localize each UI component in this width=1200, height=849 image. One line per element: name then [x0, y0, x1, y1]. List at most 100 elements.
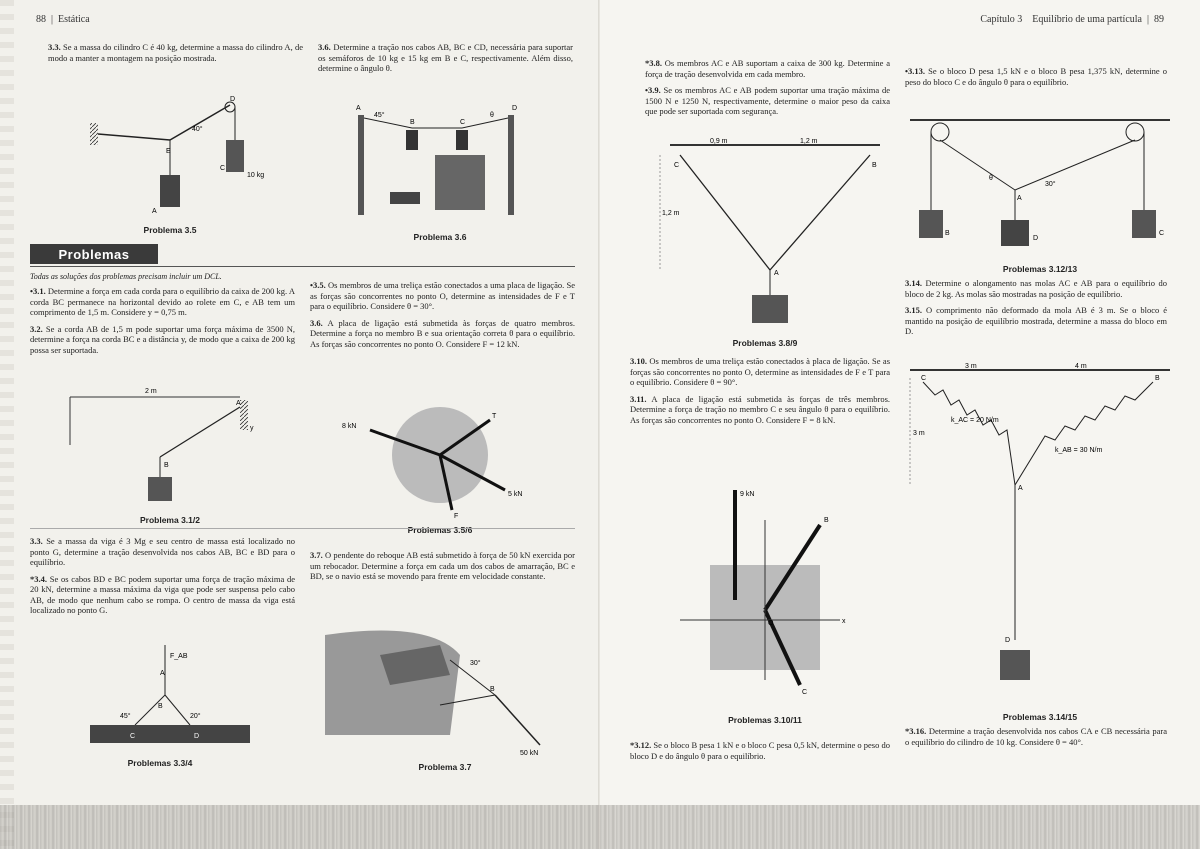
svg-text:x: x [842, 618, 846, 625]
problem-3-7: 3.7. O pendente do reboque AB está subme… [310, 550, 576, 581]
svg-text:30°: 30° [1045, 180, 1056, 188]
svg-text:A: A [1017, 195, 1022, 202]
svg-text:B: B [1155, 375, 1160, 382]
problems-banner: Problemas [30, 244, 158, 264]
svg-text:40°: 40° [192, 125, 203, 133]
svg-text:B: B [164, 462, 169, 469]
svg-text:E: E [166, 148, 171, 155]
caption-3-12-13: Problemas 3.12/13 [1002, 264, 1078, 274]
right-header: Capítulo 3 Equilíbrio de uma partícula |… [980, 14, 1164, 25]
svg-text:B: B [824, 517, 829, 524]
svg-text:9 kN: 9 kN [740, 491, 754, 498]
caption-3-1-2: Problema 3.1/2 [139, 515, 200, 525]
figure-3-5: 40° 10 kg E A C D [90, 96, 264, 215]
svg-text:y: y [250, 425, 254, 432]
svg-text:A: A [152, 208, 157, 215]
caption-3-14-15: Problemas 3.14/15 [1002, 712, 1078, 722]
svg-text:50 kN: 50 kN [520, 750, 538, 757]
svg-text:A: A [1018, 485, 1023, 492]
right-page-number: 89 [1154, 14, 1164, 25]
svg-text:k_AC = 20 N/m: k_AC = 20 N/m [951, 417, 999, 424]
svg-text:30°: 30° [470, 659, 481, 667]
svg-text:5 kN: 5 kN [508, 491, 522, 498]
figure-3-14-15: 3 m 4 m 3 m k_AC = 20 N/m k_AB = 30 N/m … [909, 363, 1170, 680]
caption-3-7: Problema 3.7 [418, 762, 472, 772]
svg-text:C: C [220, 165, 225, 172]
svg-text:O: O [768, 620, 774, 627]
svg-text:3 m: 3 m [913, 430, 925, 437]
svg-text:θ: θ [989, 175, 993, 182]
caption-3-8-9: Problemas 3.8/9 [732, 338, 798, 348]
svg-text:B: B [490, 686, 495, 693]
svg-text:B: B [410, 119, 415, 126]
divider-2 [30, 528, 575, 529]
problem-3-16: *3.16. Determine a tração desenvolvida n… [905, 726, 1167, 747]
svg-text:0,9 m: 0,9 m [710, 138, 728, 145]
figure-3-3-4: F_AB 45° 20° A B C D [90, 645, 250, 743]
svg-text:A: A [356, 105, 361, 112]
svg-text:2 m: 2 m [145, 388, 157, 395]
problems-3-14-3-15: 3.14. Determine o alongamento nas molas … [905, 278, 1168, 336]
instructions: Todas as soluções dos problemas precisam… [30, 272, 222, 281]
svg-text:10 kg: 10 kg [247, 172, 264, 179]
svg-text:C: C [460, 119, 465, 126]
scan-bottom-edge [0, 805, 1200, 849]
svg-text:20°: 20° [190, 712, 201, 720]
problem-3-12: *3.12. Se o bloco B pesa 1 kN e o bloco … [630, 740, 891, 761]
svg-text:F: F [454, 513, 458, 520]
problems-3-1-3-2: •3.1. Determine a força em cada corda pa… [30, 286, 296, 355]
left-section: Estática [58, 14, 90, 25]
caption-3-6: Problema 3.6 [413, 232, 467, 242]
problem-3-3a: 3.3. Se a massa do cilindro C é 40 kg, d… [48, 42, 303, 63]
right-chapter: Capítulo 3 [980, 14, 1023, 25]
caption-3-5-6: Problemas 3.5/6 [407, 525, 473, 535]
svg-text:D: D [512, 105, 517, 112]
right-page: Capítulo 3 Equilíbrio de uma partícula |… [600, 0, 1200, 849]
problem-3-13: •3.13. Se o bloco D pesa 1,5 kN e o bloc… [905, 66, 1167, 87]
caption-3-3-4: Problemas 3.3/4 [127, 758, 193, 768]
svg-text:A: A [236, 400, 241, 407]
problems-3-3-3-4: 3.3. Se a massa da viga é 3 Mg e seu cen… [30, 536, 296, 615]
svg-text:C: C [921, 375, 926, 382]
svg-text:C: C [802, 689, 807, 696]
figure-3-6: 45° θ A B C D [356, 105, 517, 215]
left-page: 88 | Estática 3.3. Se a massa do cilindr… [0, 0, 576, 849]
svg-text:1,2 m: 1,2 m [662, 210, 680, 217]
svg-text:B: B [158, 703, 163, 710]
figure-3-12-13: θ 30° B D C A [910, 119, 1170, 246]
svg-text:F_AB: F_AB [170, 653, 188, 660]
left-page-number: 88 [36, 14, 46, 25]
svg-text:8 kN: 8 kN [342, 423, 356, 430]
svg-text:k_AB = 30 N/m: k_AB = 30 N/m [1055, 447, 1102, 454]
svg-text:A: A [160, 670, 165, 677]
svg-text:A: A [774, 270, 779, 277]
svg-text:B: B [872, 162, 877, 169]
problems-3-5-3-6: •3.5. Os membros de uma treliça estão co… [310, 280, 575, 349]
problems-3-10-3-11: 3.10. Os membros de uma treliça estão co… [630, 356, 890, 425]
svg-text:45°: 45° [120, 712, 131, 720]
svg-text:D: D [1033, 235, 1038, 242]
figure-3-7: 30° 50 kN B [325, 630, 541, 757]
svg-text:C: C [1159, 230, 1164, 237]
caption-3-10-11: Problemas 3.10/11 [728, 715, 802, 725]
problems-3-8-3-9: *3.8. Os membros AC e AB suportam a caix… [645, 58, 890, 116]
figure-3-8-9: 0,9 m 1,2 m 1,2 m C B A [659, 138, 880, 323]
svg-text:B: B [945, 230, 950, 237]
svg-text:C: C [674, 162, 679, 169]
left-header: 88 | Estática [36, 14, 90, 25]
svg-text:C: C [130, 733, 135, 740]
svg-text:θ: θ [490, 112, 494, 119]
scan-edge [0, 0, 14, 849]
figure-3-5-6: 8 kN 5 kN F T [342, 407, 522, 520]
svg-text:T: T [492, 413, 497, 420]
svg-text:D: D [230, 96, 235, 103]
problem-3-6a: 3.6. Determine a tração nos cabos AB, BC… [318, 42, 574, 73]
figure-3-10-11: 9 kN B C x O [680, 490, 846, 696]
svg-text:45°: 45° [374, 111, 385, 119]
figure-3-1-2: 2 m B A y [69, 388, 254, 501]
svg-text:4 m: 4 m [1075, 363, 1087, 370]
svg-text:D: D [1005, 637, 1010, 644]
svg-text:D: D [194, 733, 199, 740]
divider [30, 266, 575, 267]
svg-text:1,2 m: 1,2 m [800, 138, 818, 145]
